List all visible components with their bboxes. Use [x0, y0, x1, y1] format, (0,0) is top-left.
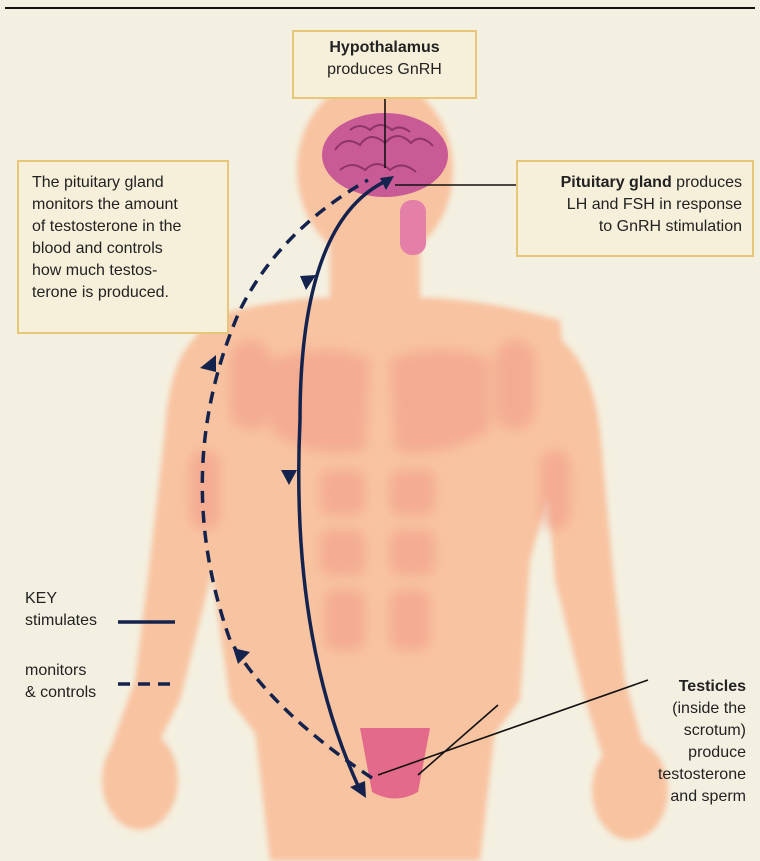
testicles-line: produce [636, 742, 746, 764]
monitor-note-line: blood and controls [32, 238, 217, 260]
monitor-note-line: how much testos- [32, 260, 217, 282]
monitor-note-box: The pituitary gland monitors the amount … [17, 160, 229, 334]
pituitary-label-box: Pituitary gland produces LH and FSH in r… [516, 160, 754, 257]
testicles-line: scrotum) [636, 720, 746, 742]
pituitary-text-1: produces [676, 174, 742, 191]
monitor-note-line: The pituitary gland [32, 172, 217, 194]
pituitary-title: Pituitary gland [561, 174, 672, 191]
testicles-label: Testicles (inside the scrotum) produce t… [636, 676, 760, 808]
key-monitors-label: monitors [25, 660, 86, 682]
monitor-note-line: of testosterone in the [32, 216, 217, 238]
hypothalamus-title: Hypothalamus [329, 39, 439, 56]
testicles-line: (inside the [636, 698, 746, 720]
testicles-line: and sperm [636, 786, 746, 808]
key-title: KEY [25, 588, 57, 610]
monitor-note-line: terone is produced. [32, 282, 217, 304]
testicles-line: testosterone [636, 764, 746, 786]
monitor-note-line: monitors the amount [32, 194, 217, 216]
pituitary-text-2: LH and FSH in response [567, 196, 742, 213]
pituitary-text-3: to GnRH stimulation [599, 218, 742, 235]
hypothalamus-text: produces GnRH [327, 61, 442, 78]
key-controls-label: & controls [25, 682, 96, 704]
testicles-title: Testicles [636, 676, 746, 698]
hypothalamus-label-box: Hypothalamus produces GnRH [292, 30, 477, 99]
key-stimulates-label: stimulates [25, 610, 97, 632]
